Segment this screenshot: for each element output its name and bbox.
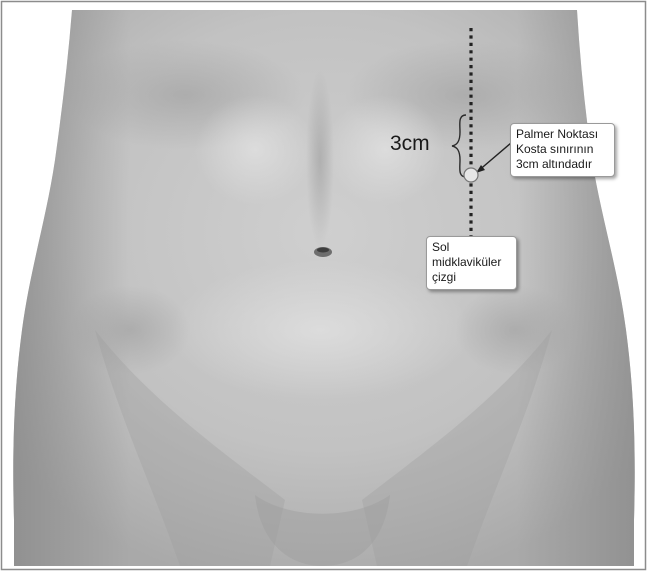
left-hip-shadow	[70, 285, 190, 375]
palmer-point-callout: Palmer Noktası Kosta sınırının 3cm altın…	[510, 123, 615, 177]
line-callout-line-3: çizgi	[432, 270, 511, 285]
lower-abdomen-highlight	[170, 260, 470, 400]
line-callout-line-2: midklaviküler	[432, 255, 511, 270]
palmer-callout-line-3: 3cm altındadır	[516, 157, 609, 172]
abdomen-highlight-left	[195, 95, 315, 205]
palmer-callout-line-2: Kosta sınırının	[516, 142, 609, 157]
right-hip-shadow	[455, 285, 575, 375]
line-callout-line-1: Sol	[432, 240, 511, 255]
midclavicular-line-callout: Sol midklaviküler çizgi	[426, 236, 517, 290]
measurement-label: 3cm	[390, 132, 430, 156]
palmer-callout-line-1: Palmer Noktası	[516, 127, 609, 142]
linea-alba-shadow	[306, 70, 334, 250]
palmer-point-marker	[464, 168, 478, 182]
navel	[314, 247, 332, 257]
